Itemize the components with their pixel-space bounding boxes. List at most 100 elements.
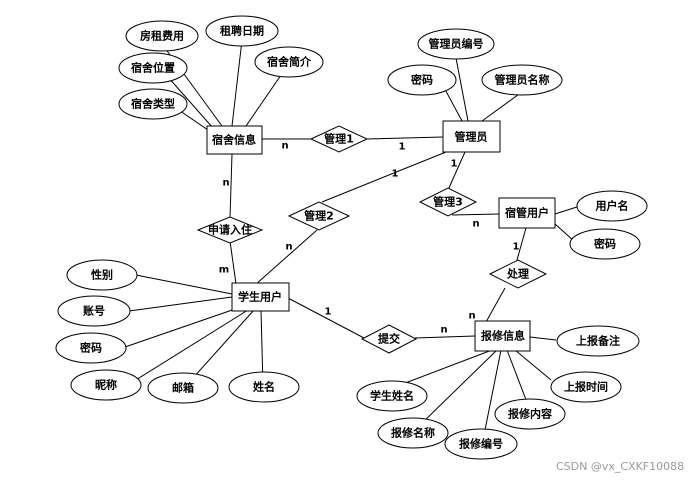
card-manage1-admin: 1 [399, 142, 406, 153]
line-dorm-user-handle [516, 227, 527, 261]
attr-student-password-label: 密码 [80, 341, 102, 355]
card-manage3-dorm-user: n [472, 219, 479, 230]
line-apply-student [229, 240, 237, 285]
attr-admin-name-label: 管理员名称 [495, 73, 550, 87]
attr-nickname: 昵称 [70, 369, 142, 401]
line-repair-content [506, 349, 529, 406]
line-student-name-attr [399, 349, 493, 386]
entity-dorm-info-label: 宿舍信息 [212, 133, 256, 147]
attr-repair-content: 报修内容 [494, 398, 566, 430]
attr-admin-id-label: 管理员编号 [429, 37, 484, 51]
connection-lines [124, 39, 581, 436]
attr-dorm-location-label: 宿舍位置 [131, 61, 175, 75]
attr-report-time-label: 上报时间 [564, 380, 608, 394]
rel-apply-checkin-label: 申请入住 [208, 223, 252, 237]
line-submit-repair [414, 335, 476, 339]
attr-email: 邮箱 [147, 372, 219, 404]
attr-lease-date: 租聘日期 [205, 15, 279, 47]
entity-admin-label: 管理员 [455, 130, 488, 144]
entity-dorm-info: 宿舍信息 [206, 125, 263, 155]
attr-repair-name: 报修名称 [377, 417, 449, 449]
card-handle-repair: n [468, 311, 475, 322]
attr-admin-id: 管理员编号 [417, 28, 495, 60]
entity-dorm-user: 宿管用户 [498, 197, 556, 229]
attr-report-time: 上报时间 [550, 371, 622, 403]
card-submit-student: 1 [325, 307, 332, 318]
attr-rent-label: 房租费用 [140, 29, 184, 43]
attr-dorm-intro: 宿舍简介 [254, 46, 324, 78]
line-admin-id [455, 57, 469, 122]
attr-repair-student-name: 学生姓名 [356, 380, 428, 412]
attr-lease-date-label: 租聘日期 [220, 24, 264, 38]
attr-dorm-user-password-label: 密码 [594, 237, 616, 251]
attr-repair-content-label: 报修内容 [508, 407, 552, 421]
attr-dorm-intro-label: 宿舍简介 [267, 55, 312, 69]
attr-student-name: 姓名 [228, 371, 300, 403]
attr-dorm-user-password: 密码 [569, 228, 641, 260]
attr-repair-name-label: 报修名称 [391, 426, 435, 440]
card-handle-dorm-user: 1 [513, 242, 520, 253]
attr-admin-name: 管理员名称 [481, 64, 563, 96]
line-report-time [514, 349, 552, 381]
line-gender [135, 274, 233, 295]
attr-username: 用户名 [576, 190, 648, 222]
attr-account-label: 账号 [83, 304, 105, 318]
card-submit-repair: n [440, 325, 447, 336]
entity-repair-info: 报修信息 [474, 320, 531, 352]
rel-manage1: 管理1 [309, 125, 369, 153]
attr-dorm-type: 宿舍类型 [118, 88, 188, 120]
rel-manage2: 管理2 [287, 201, 351, 231]
line-dorm-apply [229, 153, 233, 219]
line-admin-name [481, 91, 523, 122]
rel-manage3: 管理3 [418, 187, 478, 217]
line-lease-date [231, 39, 243, 127]
card-manage2-admin: 1 [392, 169, 399, 180]
attr-admin-password-label: 密码 [411, 73, 433, 87]
attr-repair-student-name-label: 学生姓名 [370, 389, 414, 403]
attr-remark-label: 上报备注 [576, 334, 620, 348]
line-handle-repair [485, 287, 506, 323]
entity-student-user-label: 学生用户 [238, 290, 282, 304]
attr-dorm-location: 宿舍位置 [118, 52, 188, 84]
attr-account: 账号 [57, 295, 131, 327]
line-repair-name [419, 349, 498, 426]
entity-repair-info-label: 报修信息 [481, 329, 525, 343]
entity-admin: 管理员 [442, 120, 501, 153]
attr-repair-id: 报修编号 [444, 428, 518, 460]
watermark: CSDN @vx_CXKF10088 [556, 460, 684, 473]
attr-admin-password: 密码 [387, 64, 457, 96]
attr-rent: 房租费用 [125, 20, 199, 52]
rel-submit-label: 提交 [378, 332, 400, 346]
attr-gender-label: 性别 [91, 268, 113, 282]
rel-handle-label: 处理 [506, 267, 529, 281]
card-apply-dorm: n [222, 178, 229, 189]
line-student-submit [287, 297, 365, 339]
line-admin-manage3 [447, 151, 466, 191]
attr-dorm-type-label: 宿舍类型 [131, 97, 175, 111]
rel-manage3-label: 管理3 [433, 195, 463, 209]
rel-apply-checkin: 申请入住 [196, 216, 264, 244]
card-apply-student: m [219, 265, 229, 276]
line-username [554, 205, 581, 215]
entity-dorm-user-label: 宿管用户 [505, 206, 549, 220]
cardinality-labels: n 1 1 n 1 n n m 1 n 1 n [219, 141, 520, 336]
line-account [128, 296, 233, 312]
card-manage1-dorm: n [281, 141, 288, 152]
attr-nickname-label: 昵称 [95, 378, 117, 392]
attr-email-label: 邮箱 [172, 381, 194, 395]
attr-username-label: 用户名 [596, 199, 629, 213]
line-nickname [130, 309, 249, 384]
line-dorm-user-password [554, 223, 575, 242]
rel-submit: 提交 [360, 324, 418, 354]
line-manage3-dorm-user [451, 213, 500, 216]
card-manage2-student: n [285, 242, 292, 253]
line-manage2-student [254, 229, 318, 286]
attr-student-name-label: 姓名 [253, 380, 275, 394]
line-manage1-admin [366, 136, 444, 140]
attr-repair-id-label: 报修编号 [459, 437, 503, 451]
rel-handle: 处理 [488, 259, 548, 289]
line-student-password [124, 307, 239, 348]
attr-remark: 上报备注 [556, 325, 640, 357]
rel-manage2-label: 管理2 [304, 209, 334, 223]
